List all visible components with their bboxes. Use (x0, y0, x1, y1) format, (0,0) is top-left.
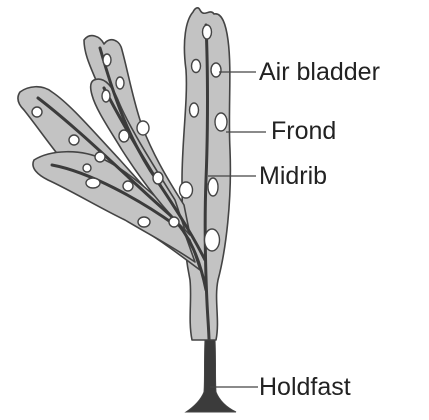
air-bladder (102, 90, 110, 102)
air-bladder (205, 229, 220, 251)
air-bladder (123, 181, 133, 191)
air-bladder (95, 152, 105, 162)
air-bladder (215, 113, 227, 131)
air-bladder (208, 178, 218, 196)
air-bladder (119, 130, 129, 142)
air-bladder (138, 217, 150, 227)
air-bladder (86, 178, 100, 188)
label-frond: Frond (271, 119, 336, 144)
air-bladder (153, 172, 163, 184)
air-bladder (180, 182, 193, 198)
air-bladder (190, 103, 199, 117)
air-bladder (203, 25, 212, 39)
air-bladder (169, 217, 179, 227)
air-bladder (137, 121, 149, 135)
label-air-bladder: Air bladder (259, 60, 380, 85)
holdfast-shape (186, 340, 236, 412)
air-bladder (103, 54, 111, 66)
air-bladder (83, 164, 91, 172)
label-midrib: Midrib (259, 164, 327, 189)
air-bladder (192, 60, 201, 73)
air-bladder (69, 135, 79, 145)
air-bladder (116, 77, 124, 89)
air-bladder (211, 63, 221, 77)
air-bladder (32, 107, 42, 117)
label-holdfast: Holdfast (259, 375, 351, 400)
